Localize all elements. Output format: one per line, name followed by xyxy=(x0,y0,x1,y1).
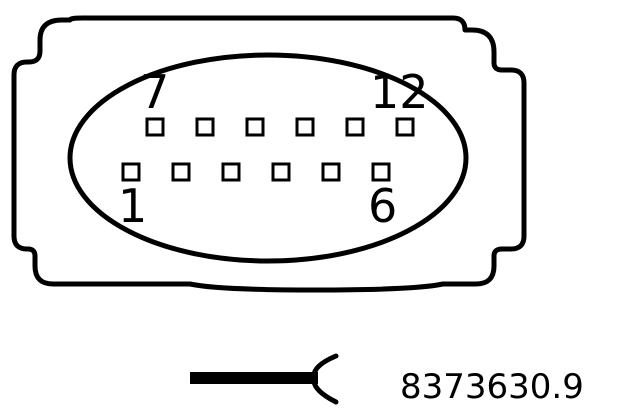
connector-face-oval xyxy=(67,52,469,264)
pin-4 xyxy=(271,162,291,182)
pin-11 xyxy=(345,117,365,137)
pin-label-1: 1 xyxy=(118,179,147,233)
pin-3 xyxy=(221,162,241,182)
part-number: 8373630.9 xyxy=(400,367,584,407)
pin-label-6: 6 xyxy=(368,179,397,233)
pin-6 xyxy=(371,162,391,182)
pin-12 xyxy=(395,117,415,137)
pin-row-top xyxy=(145,117,415,137)
pin-9 xyxy=(245,117,265,137)
pin-label-7: 7 xyxy=(140,65,169,119)
cable-end-bracket-icon xyxy=(311,353,339,405)
pin-8 xyxy=(195,117,215,137)
pin-1 xyxy=(121,162,141,182)
connector-housing-outline xyxy=(11,15,527,293)
cable-icon xyxy=(190,372,318,384)
pin-row-bottom xyxy=(121,162,391,182)
pin-5 xyxy=(321,162,341,182)
pin-label-12: 12 xyxy=(370,65,429,119)
pin-10 xyxy=(295,117,315,137)
pin-7 xyxy=(145,117,165,137)
pin-2 xyxy=(171,162,191,182)
